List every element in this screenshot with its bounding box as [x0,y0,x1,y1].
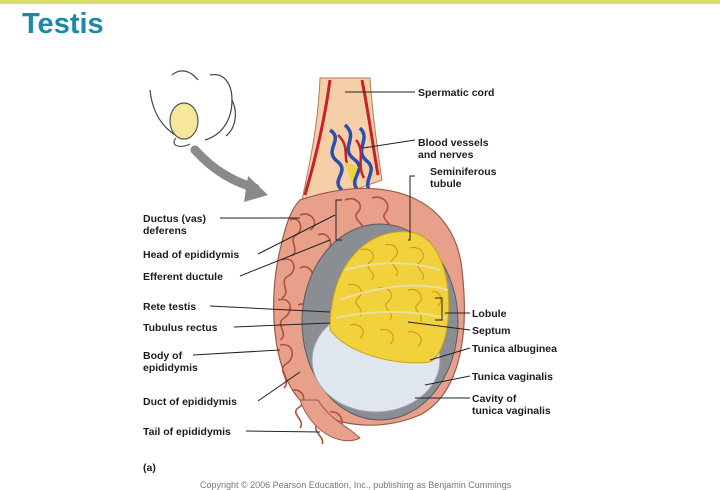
label-spermatic-cord: Spermatic cord [418,87,495,99]
label-efferent-ductule: Efferent ductule [143,271,223,283]
top-accent-bar [0,0,720,4]
label-tunica-vaginalis-cavity: tunica vaginalis [472,405,551,417]
label-tunica-albuginea: Tunica albuginea [472,343,557,355]
label-seminiferous: Seminiferous [430,166,497,178]
label-blood-vessels: Blood vessels [418,137,489,149]
inset-scrotum [173,137,191,148]
efferent-bracket [335,199,342,241]
label-and-nerves: and nerves [418,149,474,161]
blood-vessels [328,123,374,196]
label-tunica-vaginalis: Tunica vaginalis [472,371,553,383]
copyright-text: Copyright © 2006 Pearson Education, Inc.… [200,480,512,490]
label-duct-of-epididymis: Duct of epididymis [143,396,237,408]
label-body-of: Body of [143,350,183,362]
lobule-bracket [435,297,443,321]
label-tubulus-rectus: Tubulus rectus [143,322,218,334]
arrow-icon [190,145,268,202]
label-rete-testis: Rete testis [143,301,197,313]
label-tubule: tubule [430,178,462,190]
label-tail-of-epididymis: Tail of epididymis [143,426,231,438]
label-head-of-epididymis: Head of epididymis [143,249,240,261]
label-lobule: Lobule [472,308,507,320]
seminiferous-tubules [347,243,442,347]
leader-lines [192,91,471,433]
label-deferens: deferens [143,225,187,237]
tail-of-epididymis [299,399,361,442]
septa [335,262,449,319]
label-septum: Septum [472,325,511,337]
label-cavity-of: Cavity of [472,393,517,405]
inset-figure [149,70,236,141]
panel-label: (a) [143,462,156,474]
label-epididymis: epididymis [143,362,198,374]
inset-testis [169,102,199,140]
page-title: Testis [22,8,104,40]
label-ductus-deferens: Ductus (vas) [143,213,207,225]
